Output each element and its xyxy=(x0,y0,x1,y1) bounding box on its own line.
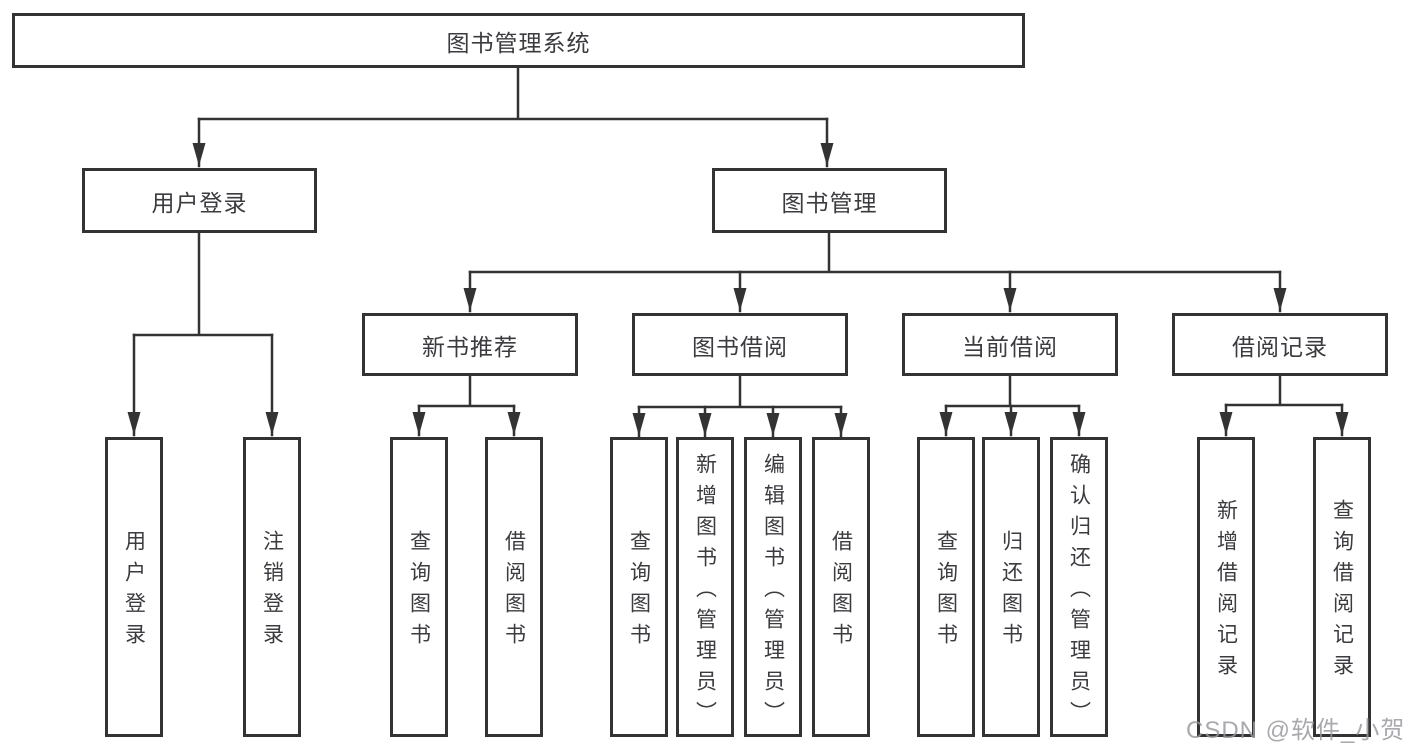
node-leaf-query-record: 查询借阅记录 xyxy=(1313,437,1371,737)
node-leaf-user-login: 用户登录 xyxy=(105,437,163,737)
csdn-watermark: CSDN @软件_小贺同学 xyxy=(1186,717,1405,744)
node-new-book-rec: 新书推荐 xyxy=(362,313,578,376)
node-book-borrow-label: 图书借阅 xyxy=(692,333,788,360)
node-leaf-confirm-return-label: 确认归还（管理员） xyxy=(1067,452,1091,732)
node-leaf-edit-book: 编辑图书（管理员） xyxy=(744,437,802,737)
connector-current-borrow-trunk xyxy=(944,374,1081,408)
node-leaf-confirm-return: 确认归还（管理员） xyxy=(1050,437,1108,737)
node-leaf-user-login-label: 用户登录 xyxy=(122,530,146,654)
node-leaf-logout-label: 注销登录 xyxy=(260,530,284,654)
node-leaf-borrow-book-1-label: 借阅图书 xyxy=(502,530,526,654)
connector-user-login-trunk xyxy=(132,231,274,337)
node-leaf-add-record-label: 新增借阅记录 xyxy=(1214,499,1238,685)
node-borrow-records-label: 借阅记录 xyxy=(1232,333,1328,360)
node-current-borrow-label: 当前借阅 xyxy=(962,333,1058,360)
node-leaf-add-book: 新增图书（管理员） xyxy=(676,437,734,737)
node-leaf-query-book-2: 查询图书 xyxy=(610,437,668,737)
node-book-mgmt-label: 图书管理 xyxy=(781,189,878,216)
connector-root-trunk xyxy=(197,66,829,121)
node-user-login: 用户登录 xyxy=(82,168,317,233)
node-leaf-query-book-1: 查询图书 xyxy=(390,437,448,737)
node-leaf-query-book-3: 查询图书 xyxy=(917,437,975,737)
node-leaf-query-book-2-label: 查询图书 xyxy=(627,530,651,654)
node-leaf-borrow-book-2-label: 借阅图书 xyxy=(829,530,853,654)
node-leaf-borrow-book-1: 借阅图书 xyxy=(485,437,543,737)
node-leaf-return-book-label: 归还图书 xyxy=(999,530,1023,654)
node-leaf-add-book-label: 新增图书（管理员） xyxy=(693,452,717,732)
node-leaf-borrow-book-2: 借阅图书 xyxy=(812,437,870,737)
node-new-book-rec-label: 新书推荐 xyxy=(422,333,518,360)
node-book-borrow: 图书借阅 xyxy=(632,313,848,376)
node-leaf-query-record-label: 查询借阅记录 xyxy=(1330,499,1354,685)
connector-new-book-rec-trunk xyxy=(417,374,516,408)
node-user-login-label: 用户登录 xyxy=(151,189,248,216)
connector-borrow-records-trunk xyxy=(1224,374,1344,407)
node-borrow-records: 借阅记录 xyxy=(1172,313,1388,376)
node-current-borrow: 当前借阅 xyxy=(902,313,1118,376)
connector-book-borrow-trunk xyxy=(637,374,843,409)
node-book-mgmt: 图书管理 xyxy=(712,168,947,233)
node-root: 图书管理系统 xyxy=(12,13,1025,68)
connector-book-mgmt-trunk xyxy=(468,231,1282,274)
node-leaf-edit-book-label: 编辑图书（管理员） xyxy=(761,452,785,732)
node-leaf-add-record: 新增借阅记录 xyxy=(1197,437,1255,737)
node-root-label: 图书管理系统 xyxy=(446,29,591,56)
node-leaf-query-book-1-label: 查询图书 xyxy=(407,530,431,654)
node-leaf-return-book: 归还图书 xyxy=(982,437,1040,737)
node-leaf-logout: 注销登录 xyxy=(243,437,301,737)
node-leaf-query-book-3-label: 查询图书 xyxy=(934,530,958,654)
